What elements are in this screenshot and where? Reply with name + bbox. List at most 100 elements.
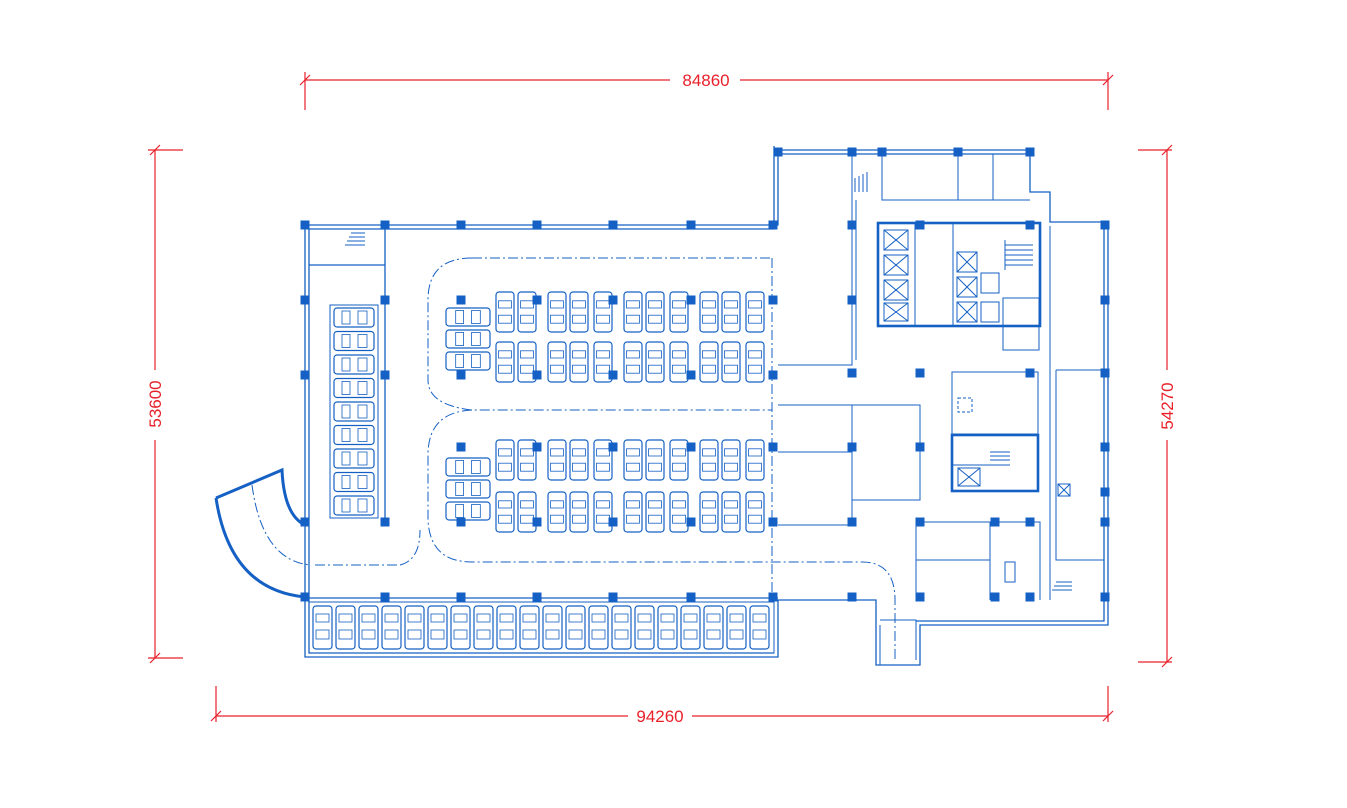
- column-icon: [953, 147, 963, 157]
- car-icon: [333, 448, 375, 469]
- column-icon: [1025, 220, 1035, 230]
- column-icon: [915, 220, 925, 230]
- car-icon: [445, 329, 491, 349]
- column-icon: [380, 592, 390, 602]
- column-icon: [532, 370, 542, 380]
- car-icon: [669, 291, 689, 333]
- car-icon: [333, 401, 375, 422]
- dimension-top-label: 84860: [682, 71, 729, 90]
- car-icon: [495, 341, 515, 383]
- car-icon: [569, 439, 589, 481]
- car-icon: [496, 605, 517, 650]
- column-icon: [686, 295, 696, 305]
- car-icon: [721, 439, 741, 481]
- drive-aisle: [315, 257, 896, 660]
- column-icon: [300, 220, 310, 230]
- car-icon: [593, 291, 613, 333]
- car-icon: [611, 605, 632, 650]
- column-icon: [532, 517, 542, 527]
- column-icon: [768, 592, 778, 602]
- dimension-right: 54270: [1138, 144, 1177, 668]
- car-icon: [333, 377, 375, 399]
- car-icon: [569, 491, 589, 533]
- car-icon: [495, 439, 515, 481]
- car-icon: [445, 457, 491, 477]
- car-icon: [381, 605, 402, 650]
- column-icon: [456, 517, 466, 527]
- car-icon: [703, 605, 724, 650]
- column-icon: [1100, 592, 1110, 602]
- car-icon: [312, 605, 333, 650]
- column-icon: [608, 517, 618, 527]
- column-icon: [768, 442, 778, 452]
- column-icon: [456, 442, 466, 452]
- car-icon: [495, 491, 515, 533]
- car-icon: [333, 354, 375, 375]
- car-icon: [519, 605, 540, 650]
- car-icon: [745, 439, 765, 481]
- dimension-bottom-label: 94260: [636, 707, 683, 726]
- column-icon: [380, 370, 390, 380]
- car-icon: [517, 341, 537, 383]
- car-icon: [358, 605, 379, 650]
- car-icon: [333, 424, 375, 446]
- column-icon: [300, 517, 310, 527]
- car-icon: [721, 291, 741, 333]
- car-icon: [335, 605, 356, 650]
- car-icon: [699, 439, 719, 481]
- car-icon: [657, 605, 678, 650]
- column-icon: [532, 592, 542, 602]
- car-icon: [445, 479, 491, 499]
- stair-core: [950, 433, 1040, 493]
- mechanical-parking-left: [329, 304, 379, 519]
- car-icon: [445, 501, 491, 521]
- car-icon: [517, 491, 537, 533]
- column-icon: [456, 370, 466, 380]
- dimension-right-label: 54270: [1158, 382, 1177, 429]
- car-icon: [569, 341, 589, 383]
- entrance-ramp: [214, 467, 311, 599]
- mechanical-parking-bottom: [308, 601, 775, 654]
- car-icon: [333, 495, 375, 516]
- car-icon: [699, 291, 719, 333]
- car-icon: [445, 307, 491, 327]
- column-icon: [915, 592, 925, 602]
- car-icon: [680, 605, 701, 650]
- column-icon: [686, 517, 696, 527]
- car-icon: [333, 330, 375, 352]
- elevator-icon: [883, 229, 1000, 323]
- column-icon: [380, 220, 390, 230]
- column-icon: [300, 370, 310, 380]
- column-icon: [1025, 368, 1035, 378]
- car-icon: [726, 605, 747, 650]
- car-icon: [645, 439, 665, 481]
- car-icon: [547, 341, 567, 383]
- car-icon: [721, 491, 741, 533]
- car-icon: [645, 291, 665, 333]
- column-icon: [773, 147, 783, 157]
- column-icon: [768, 220, 778, 230]
- column-icon: [686, 220, 696, 230]
- car-icon: [645, 491, 665, 533]
- car-icon: [565, 605, 586, 650]
- stair-icon: [1004, 240, 1033, 270]
- column-icon: [380, 295, 390, 305]
- elevator-core: [876, 221, 1042, 328]
- car-icon: [623, 341, 643, 383]
- column-icon: [1100, 517, 1110, 527]
- column-icon: [608, 442, 618, 452]
- column-icon: [1100, 442, 1110, 452]
- column-icon: [915, 368, 925, 378]
- column-icon: [1100, 487, 1110, 497]
- column-icon: [532, 442, 542, 452]
- column-icon: [608, 592, 618, 602]
- car-icon: [404, 605, 425, 650]
- car-icon: [495, 291, 515, 333]
- car-icon: [745, 491, 765, 533]
- stair-icon: [345, 172, 1072, 591]
- column-icon: [768, 517, 778, 527]
- column-icon: [456, 220, 466, 230]
- dimension-bottom: 94260: [210, 686, 1114, 726]
- dimension-top: 84860: [299, 71, 1114, 110]
